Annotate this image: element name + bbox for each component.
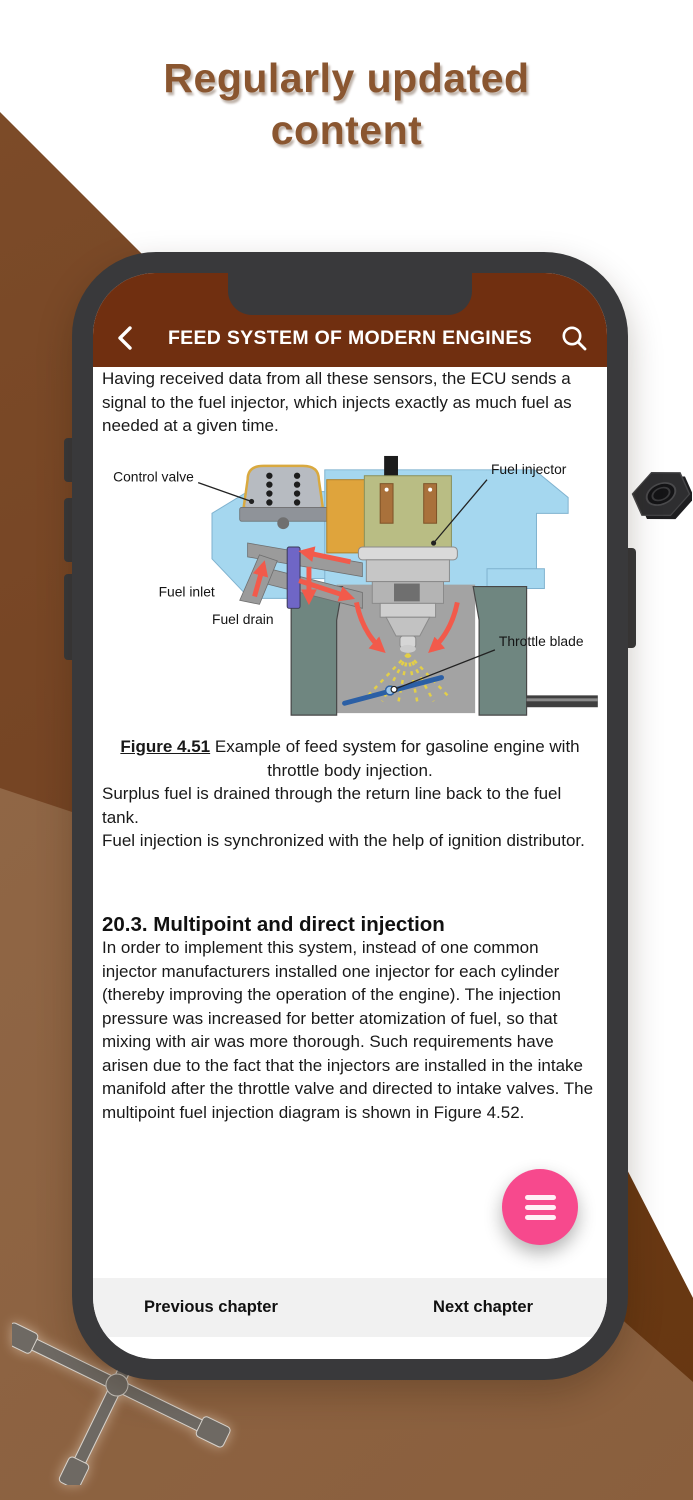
back-button[interactable] (111, 323, 141, 353)
phone-mockup: FEED SYSTEM OF MODERN ENGINES Having rec… (72, 252, 628, 1380)
figure-number: Figure 4.51 (120, 737, 211, 756)
hex-nut-icon (631, 472, 692, 520)
article-content: Having received data from all these sens… (93, 367, 607, 1278)
phone-screen: FEED SYSTEM OF MODERN ENGINES Having rec… (93, 273, 607, 1359)
power-button[interactable] (627, 548, 636, 648)
mute-switch[interactable] (64, 438, 73, 482)
search-icon (562, 326, 587, 351)
menu-icon-bar (524, 1214, 556, 1220)
phone-notch (228, 273, 472, 315)
volume-down-button[interactable] (64, 574, 73, 660)
label-fuel-drain: Fuel drain (212, 611, 274, 627)
menu-icon-bar (524, 1204, 556, 1210)
label-throttle-blade: Throttle blade (499, 632, 584, 648)
figure-caption: Figure 4.51 Example of feed system for g… (102, 735, 598, 782)
page-title: Regularly updated content (163, 55, 530, 154)
throttle-body-diagram: Control valve Fuel injector Fuel inlet F… (113, 455, 598, 716)
search-button[interactable] (559, 323, 589, 353)
figure-caption-text: Example of feed system for gasoline engi… (210, 737, 580, 780)
figure-4-51: Control valve Fuel injector Fuel inlet F… (102, 452, 599, 736)
label-control-valve: Control valve (113, 468, 194, 484)
next-chapter-button[interactable]: Next chapter (433, 1298, 533, 1316)
chapter-title: FEED SYSTEM OF MODERN ENGINES (167, 326, 533, 349)
menu-icon (524, 1194, 556, 1200)
chapter-nav-bar: Previous chapter Next chapter (93, 1278, 607, 1337)
volume-up-button[interactable] (64, 498, 73, 562)
previous-chapter-button[interactable]: Previous chapter (144, 1298, 278, 1316)
menu-fab-button[interactable] (502, 1169, 578, 1245)
section-heading: 20.3. Multipoint and direct injection (102, 912, 445, 936)
paragraph-4: In order to implement this system, inste… (102, 938, 594, 1122)
chevron-left-icon (118, 326, 132, 350)
label-fuel-inlet: Fuel inlet (159, 583, 215, 599)
paragraph-1: Having received data from all these sens… (102, 369, 572, 435)
label-fuel-injector: Fuel injector (491, 460, 567, 476)
hero-section: Regularly updated content (0, 52, 693, 156)
paragraph-2: Surplus fuel is drained through the retu… (102, 784, 562, 827)
paragraph-3: Fuel injection is synchronized with the … (102, 831, 585, 850)
screen-bottom-strip (93, 1337, 607, 1359)
